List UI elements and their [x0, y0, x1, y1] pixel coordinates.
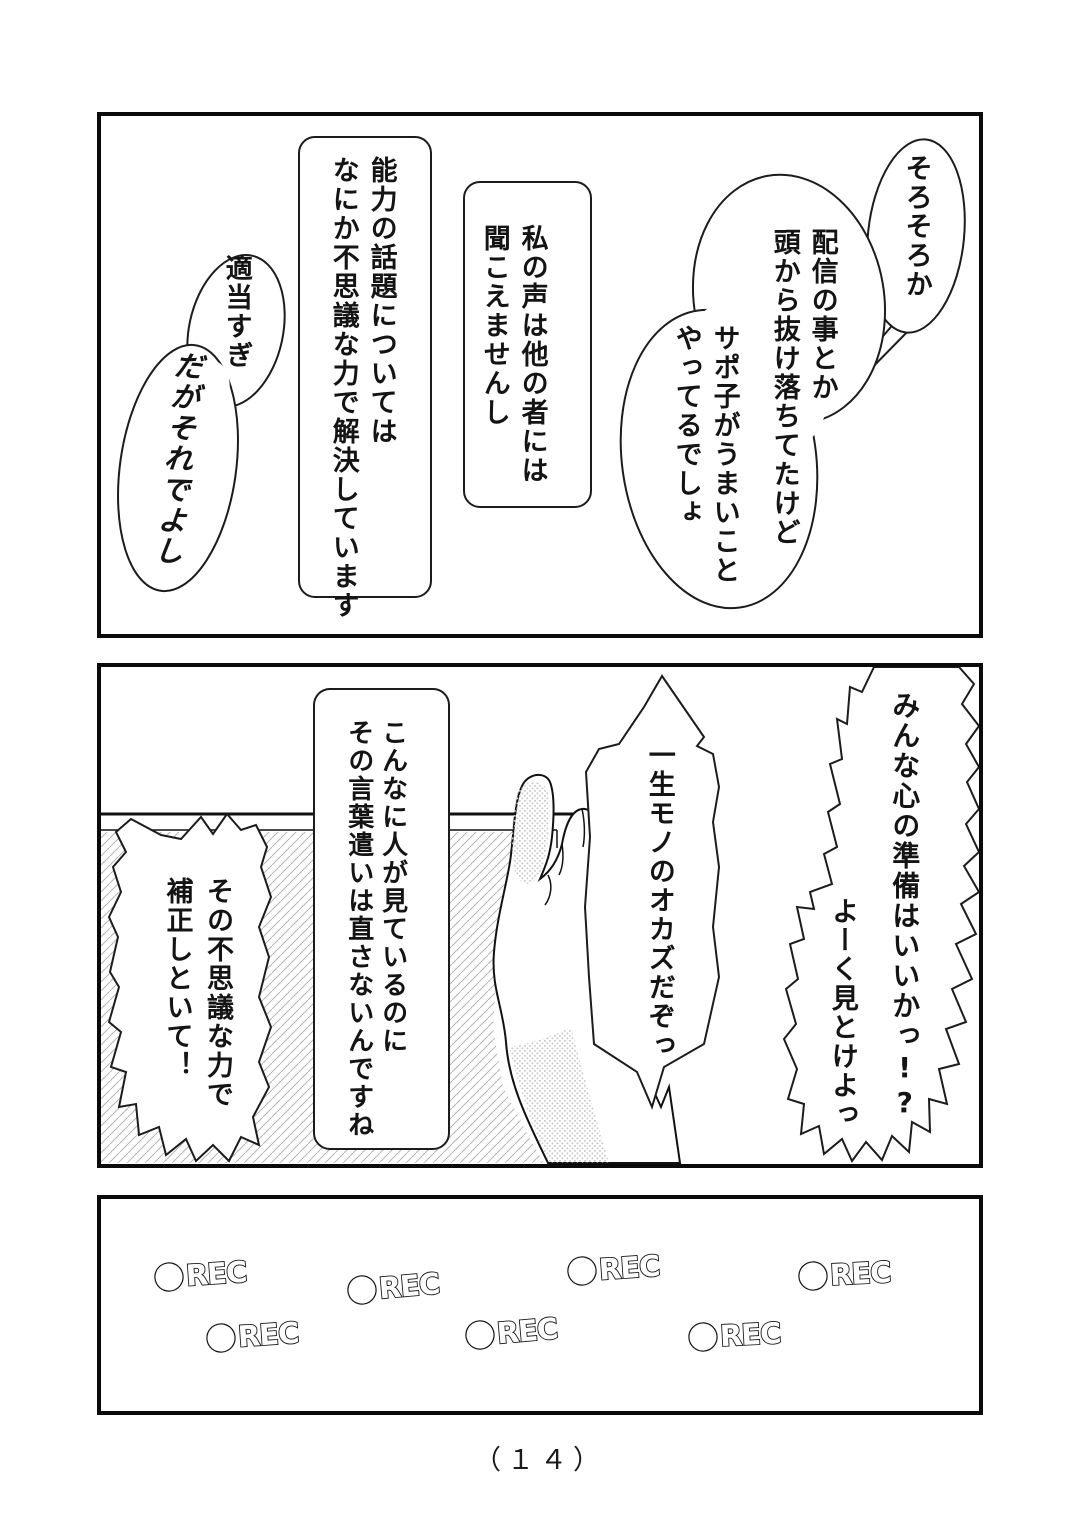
- bubble-text: 配信の事とか 頭から抜け落ちてたけど: [768, 228, 838, 547]
- bubble-text: 能力の話題については なにか不思議な力で解決しています: [327, 156, 397, 620]
- rec-label: REC: [719, 1316, 781, 1353]
- speech-bubble-voice: [463, 181, 592, 508]
- bubble-text: よーく見とけよっ: [826, 897, 858, 1129]
- thumb-tone: [512, 781, 550, 884]
- panel-middle: みんな心の準備はいいかっ!? よーく見とけよっ 一生モノのオカズだぞっ こんなに…: [97, 663, 983, 1168]
- rec-label: REC: [377, 1266, 440, 1305]
- rec-indicator: REC: [567, 1248, 661, 1288]
- speech-bubble-nouryoku: [298, 136, 432, 598]
- rec-label: REC: [829, 1255, 891, 1292]
- rec-label: REC: [495, 1311, 558, 1350]
- rec-circle-icon: [206, 1323, 236, 1353]
- speech-bubble-hosei: [107, 812, 273, 1163]
- rec-label: REC: [185, 1255, 248, 1293]
- rec-circle-icon: [154, 1262, 184, 1292]
- speech-bubble-sorosoro: [866, 138, 966, 334]
- rec-label: REC: [598, 1249, 661, 1287]
- rec-circle-icon: [465, 1320, 495, 1350]
- rec-circle-icon: [347, 1275, 377, 1305]
- bubble-text: その不思議な力で 補正しといて！: [161, 877, 234, 1109]
- rec-circle-icon: [567, 1256, 597, 1286]
- rec-indicator: REC: [154, 1254, 248, 1294]
- speech-bubble-minna: [782, 667, 979, 1163]
- rec-label: REC: [237, 1316, 300, 1354]
- bubble-text: 適当すぎ: [220, 254, 252, 370]
- bubble-text: 私の声は他の者には 聞こえませんし: [478, 224, 548, 485]
- speech-bubble-konna: [313, 688, 450, 1150]
- panel-top: そろそろか 配信の事とか 頭から抜け落ちてたけど サポ子がうまいこと やってるで…: [97, 112, 983, 638]
- rec-indicator: REC: [465, 1310, 560, 1351]
- speech-bubble-tekitou-daga: [117, 254, 286, 593]
- rec-indicator: REC: [347, 1265, 442, 1306]
- rec-indicator: REC: [688, 1315, 782, 1354]
- bubble-text: みんな心の準備はいいかっ!?: [888, 691, 922, 1121]
- rec-circle-icon: [688, 1322, 718, 1352]
- speech-bubble-isshou: [583, 674, 721, 1110]
- panel2-art: [101, 667, 979, 1164]
- bubble-text: 一生モノのオカズだぞっ: [643, 741, 675, 1060]
- rec-circle-icon: [798, 1261, 828, 1291]
- bubble-text: そろそろか: [900, 154, 932, 299]
- rec-indicator: REC: [798, 1254, 892, 1293]
- page-number: （１４）: [474, 1445, 606, 1475]
- bubble-text: サポ子がうまいこと やってるでしょ: [670, 324, 740, 585]
- wrist-tone: [509, 1027, 609, 1163]
- panel-rec: REC REC REC REC REC: [97, 1195, 983, 1415]
- bubble-text: こんなに人が見ているのに その言葉遣いは直さないんですね: [343, 719, 408, 1139]
- speech-bubble-haishin: [619, 173, 887, 610]
- panel1-balloon-art: [117, 136, 966, 610]
- rec-indicator: REC: [206, 1315, 300, 1355]
- rec-indicators: REC REC REC REC REC: [154, 1248, 892, 1355]
